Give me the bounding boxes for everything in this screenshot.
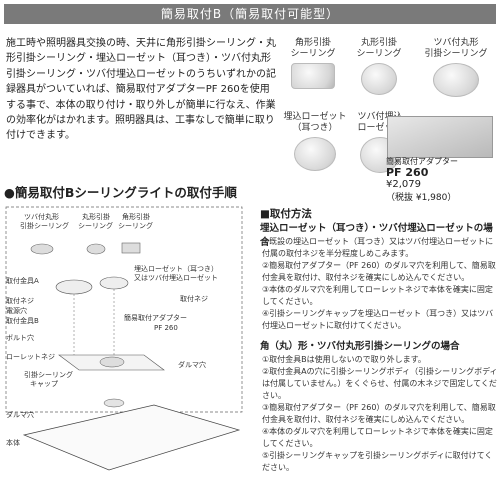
ceiling-fitting-image bbox=[291, 63, 335, 89]
label-cap-2: キャップ bbox=[30, 380, 58, 388]
label-bracket-a: 取付金具A bbox=[6, 276, 39, 285]
product-maru: 丸形引掛 シーリング bbox=[348, 38, 410, 95]
procedure-title: ■取付方法 bbox=[260, 208, 312, 220]
ceiling-fitting-image bbox=[361, 63, 397, 95]
product-rosette: 埋込ローゼット （耳つき） bbox=[280, 112, 350, 171]
intro-text: 施工時や照明器具交換の時、天井に角形引掛シーリング・丸形引掛シーリング・埋込ロー… bbox=[6, 38, 276, 142]
label-rosette-2: 又はツバ付埋込ローゼット bbox=[134, 273, 218, 282]
tsuba-fitting-shape bbox=[30, 243, 54, 255]
bracket-a-shape bbox=[55, 279, 93, 295]
rosette-shape bbox=[99, 276, 129, 290]
product-label: 丸形引掛 シーリング bbox=[356, 38, 402, 59]
ceiling-fitting-image bbox=[433, 63, 479, 97]
step-ceiling-3: ③簡易取付アダプター（PF 260）のダルマ穴を利用して、簡易取付金具を取付け、… bbox=[262, 403, 496, 424]
label-kaku: 角形引掛 bbox=[122, 212, 150, 221]
adapter-tax-price: （税抜 ¥1,980） bbox=[386, 193, 457, 203]
body-panel-shape bbox=[22, 404, 241, 471]
step-rosette-2: ②簡易取付アダプター（PF 260）のダルマ穴を利用して、簡易取付金具を取付け、… bbox=[262, 261, 496, 282]
label-screw-left: 取付ネジ bbox=[6, 296, 34, 305]
label-cap: 引掛シーリング bbox=[24, 370, 73, 379]
label-rosette: 埋込ローゼット（耳つき） bbox=[134, 264, 218, 273]
label-tsuba-2: 引掛シーリング bbox=[20, 221, 69, 230]
label-bracket-b: 取付金具B bbox=[6, 316, 39, 325]
step-ceiling-1: ①取付金具Bは使用しないので取り外します。 bbox=[262, 355, 426, 364]
section-heading: ●簡易取付Bシーリングライトの取付手順 bbox=[4, 185, 237, 200]
label-adapter: 簡易取付アダプター bbox=[124, 313, 187, 322]
label-nut: ローレットネジ bbox=[6, 353, 55, 361]
kaku-fitting-shape bbox=[121, 242, 141, 254]
label-tsuba: ツバ付丸形 bbox=[24, 212, 59, 221]
label-dalma: ダルマ穴 bbox=[178, 360, 206, 369]
label-screw-right: 取付ネジ bbox=[180, 294, 208, 303]
product-kaku: 角形引掛 シーリング bbox=[282, 38, 344, 89]
product-label: 埋込ローゼット （耳つき） bbox=[283, 112, 347, 133]
procedure-subheading-rosette: 埋込ローゼット（耳つき）・ツバ付埋込ローゼットの場合 bbox=[260, 223, 493, 248]
product-tsuba-maru: ツバ付丸形 引掛シーリング bbox=[416, 38, 496, 97]
installation-diagram: ツバ付丸形 引掛シーリング 丸形引掛 シーリング 角形引掛 シーリング 取付金具… bbox=[5, 206, 243, 471]
section-banner: 簡易取付B（簡易取付可能型） bbox=[4, 4, 496, 24]
step-ceiling-2: ②取付金具Aの穴に引掛シーリングボディ（引掛シーリングボディは付属していません。… bbox=[262, 367, 498, 400]
adapter-price: ¥2,079 bbox=[386, 179, 421, 190]
label-kaku-2: シーリング bbox=[118, 221, 153, 230]
step-rosette-3: ③本体のダルマ穴を利用してローレットネジで本体を確実に固定してください。 bbox=[262, 285, 493, 306]
label-maru: 丸形引掛 bbox=[82, 212, 110, 221]
label-maru-2: シーリング bbox=[78, 221, 113, 230]
ceiling-fitting-image bbox=[294, 137, 336, 171]
product-label: 角形引掛 シーリング bbox=[290, 38, 336, 59]
label-body: 本体 bbox=[6, 438, 20, 447]
adapter-title: 簡易取付アダプター bbox=[386, 157, 458, 166]
product-label: ツバ付丸形 引掛シーリング bbox=[424, 38, 488, 59]
label-bolt-hole: ボルト穴 bbox=[6, 333, 34, 342]
label-dalma-2: ダルマ穴 bbox=[6, 410, 34, 419]
adapter-code: PF 260 bbox=[386, 166, 429, 179]
procedure-subheading-ceiling: 角（丸）形・ツバ付丸形引掛シーリングの場合 bbox=[260, 341, 460, 352]
product-label: ツバ付埋込 ローゼット bbox=[357, 112, 403, 133]
label-power-hole: 電源穴 bbox=[6, 306, 27, 315]
cap-shape bbox=[103, 398, 125, 408]
step-rosette-4: ④引掛シーリングキャップを埋込ローゼット（耳つき）又はツバ付埋込ローゼットに取付… bbox=[262, 309, 494, 330]
adapter-image bbox=[387, 116, 493, 158]
step-ceiling-5: ⑤引掛シーリングキャップを引掛シーリングボディに取付けてください。 bbox=[262, 451, 493, 472]
maru-fitting-shape bbox=[86, 243, 106, 255]
step-rosette-1: ①既設の埋込ローゼット（耳つき）又はツバ付埋込ローゼットに付属の取付ネジを半分程… bbox=[262, 237, 494, 258]
step-ceiling-4: ④本体のダルマ穴を利用してローレットネジで本体を確実に固定してください。 bbox=[262, 427, 493, 448]
label-adapter-code: PF 260 bbox=[154, 324, 178, 332]
